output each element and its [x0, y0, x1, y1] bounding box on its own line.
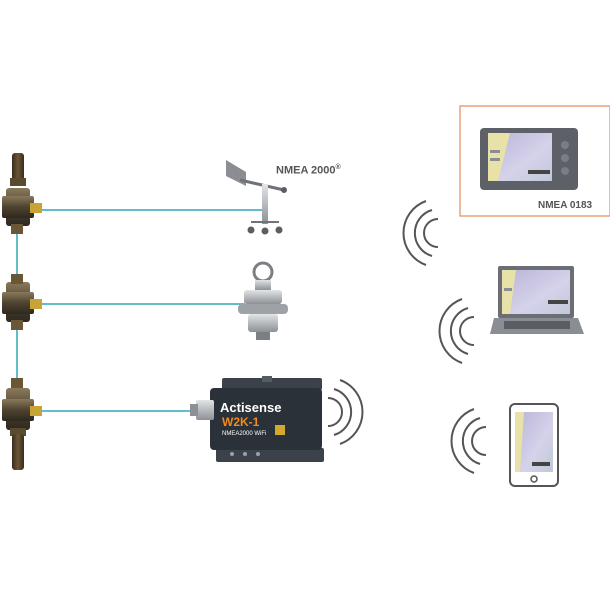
nmea-2000-text: NMEA 2000 — [276, 164, 336, 177]
backbone-terminator-bottom — [10, 428, 26, 470]
gateway-connector — [190, 400, 214, 420]
t-connector-icon — [2, 274, 42, 330]
wifi-signal-icon — [450, 408, 487, 474]
wind-vane-sensor-icon — [226, 160, 287, 235]
tablet-icon — [509, 403, 559, 487]
registered-mark: ® — [335, 164, 341, 171]
wifi-signal-icon — [438, 298, 475, 364]
backbone-terminator-top — [10, 153, 26, 186]
wifi-signal-icon — [327, 379, 364, 445]
nmea-0183-highlight-box — [459, 105, 610, 217]
nmea-0183-label: NMEA 0183 — [538, 200, 593, 211]
gateway-device-icon — [210, 376, 324, 462]
drop-cables — [40, 209, 262, 412]
gateway-brand: Actisense — [220, 400, 282, 415]
laptop-icon — [490, 266, 584, 334]
wifi-signal-icon — [402, 200, 439, 266]
gateway-model: W2K-1 — [222, 415, 260, 429]
t-connector-icon — [2, 188, 42, 234]
nmea-2000-label: NMEA 2000® — [276, 164, 341, 177]
t-connector-icon — [2, 378, 42, 430]
chart-plotter-icon — [480, 128, 578, 190]
gateway-subtitle: NMEA2000 WiFi — [222, 431, 267, 437]
through-hull-transducer-icon — [238, 261, 288, 340]
